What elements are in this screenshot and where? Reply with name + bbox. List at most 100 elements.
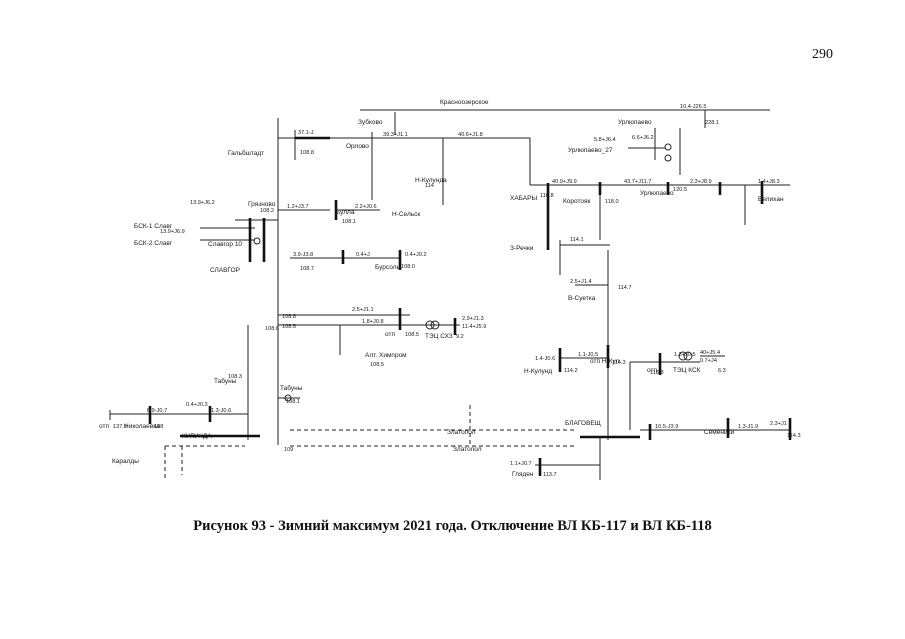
node-label: Орлово [346, 143, 369, 150]
node-label: Коротояк [563, 198, 591, 205]
node-label: Урлюпаево [618, 119, 652, 126]
node-label: Н-Кулунда [415, 177, 447, 184]
flow-value: 118.8 [650, 370, 664, 376]
flow-value: 40+J5.4 [700, 350, 720, 356]
node-label: отп [385, 331, 395, 338]
flow-value: 3.9-J3.8 [293, 252, 313, 258]
flow-value: 2.3+J8.9 [690, 179, 712, 185]
flow-value: 109 [284, 447, 293, 453]
flow-value: 108.1 [342, 219, 356, 225]
flow-value: 108.8 [300, 150, 314, 156]
flow-value: 108.5 [405, 332, 419, 338]
node-label: БЛАГОВЕЩ [565, 420, 601, 427]
flow-value: 108.5 [282, 324, 296, 330]
node-label: Бурсоль [375, 264, 401, 271]
node-labels: Гальбштадт Орлово Зубково Н-Кулунда Крас… [99, 99, 784, 478]
node-label: Зубково [358, 118, 383, 126]
flow-value: 0.4+J [356, 252, 370, 258]
flow-value: 9.2 [456, 334, 464, 340]
node-label: ХАБАРЫ [510, 195, 537, 202]
flow-value: 40.6+J1.8 [458, 132, 483, 138]
flow-value: 120.5 [673, 187, 687, 193]
node-label: Златопол [453, 446, 482, 453]
node-label: Табуны [214, 377, 237, 385]
node-label: ТЭЦ КСК [673, 367, 701, 374]
node-label: отп [647, 367, 657, 374]
node-label: Грязново [248, 201, 276, 208]
flow-value: 10.4-J26.5 [680, 104, 706, 110]
node-label: Булла [336, 209, 355, 216]
node-label: З-Речки [510, 245, 534, 252]
flow-value: 1.3-J1.9 [738, 424, 758, 430]
node-label: отп Н-Кул [590, 358, 620, 365]
node-label: Гляден [512, 471, 534, 478]
flow-value: 1.8+J0.8 [362, 319, 384, 325]
flow-value: 114.7 [618, 285, 632, 291]
flow-value: 2.3+J1 [770, 421, 787, 427]
flow-value: 116.8 [540, 193, 554, 199]
page-number: 290 [812, 47, 833, 62]
node-label: отп [99, 423, 109, 430]
flow-value: 10.5-J3.9 [655, 424, 678, 430]
flow-value: 114.2 [564, 368, 578, 374]
flow-value: 108 [154, 424, 163, 430]
node-label: ТЭЦ СХЗ [425, 333, 453, 340]
flow-value: 108.3 [228, 374, 242, 380]
node-label: В-Суетка [568, 295, 596, 302]
flow-value: 2.2+J0.6 [355, 204, 377, 210]
node-label: Славгор 10 [208, 241, 242, 248]
flow-value: 0.7+J4 [700, 358, 717, 364]
node-label: Семеники [704, 429, 734, 436]
flow-value: 108.6 [265, 326, 279, 332]
flow-value: 1.1-J0.5 [578, 352, 598, 358]
flow-value: 37.1-J [298, 130, 314, 136]
flow-value: 13.9+J6.9 [160, 229, 185, 235]
flow-value: 114.3 [612, 360, 626, 366]
node-label: Каралды [112, 458, 139, 465]
flow-value: 108.2 [260, 208, 274, 214]
node-label: Красноозерское [440, 99, 489, 106]
flow-value: 114.3 [787, 433, 801, 439]
flow-value: 2.5+J1.4 [570, 279, 592, 285]
flow-value: 1.4+J8.3 [758, 179, 780, 185]
node-label: КУЛУНДА [182, 433, 212, 440]
node-label: Н-Сельск [392, 211, 420, 218]
node-label: СЛАВГОР [210, 267, 240, 274]
flow-value: 108.0 [401, 264, 415, 270]
flow-value: 0.4+J0.2 [405, 252, 427, 258]
figure-caption: Рисунок 93 - Зимний максимум 2021 года. … [193, 518, 712, 534]
node-label: Н-Кулунд [524, 368, 552, 375]
flow-value: 1.3+J0.5 [674, 352, 696, 358]
flow-value: 5.8+J6.4 [594, 137, 616, 143]
node-label: БСК-2 Славг [134, 240, 173, 247]
flow-value: 1.4-J0.6 [535, 356, 555, 362]
flow-value: 0.4+J0.3 [186, 402, 208, 408]
flow-values: 37.1-J 108.8 39.3+J1.1 40.6+J1.8 10.4-J2… [113, 104, 801, 478]
node-label: Велихан [758, 196, 784, 203]
flow-value: 2.5+J1.1 [352, 307, 374, 313]
node-label: Николаевка [124, 423, 160, 430]
connection-lines [109, 109, 792, 480]
flow-value: 43.7+J11.7 [624, 179, 651, 185]
flow-value: 1.3-J0.6 [211, 408, 231, 414]
flow-value: 2.9+J1.3 [462, 316, 484, 322]
flow-value: 13.9+J6.2 [190, 200, 215, 206]
flow-value: 40.9+J9.9 [552, 179, 577, 185]
node-label: Табуны [280, 384, 303, 392]
flow-value: 11.4+J5.9 [462, 324, 486, 330]
flow-value: 39.3+J1.1 [383, 132, 408, 138]
flow-value: 108.8 [282, 314, 296, 320]
node-label: Урлюпаево_27 [568, 147, 613, 154]
flow-value: 6.3 [718, 368, 726, 374]
flow-value: 1.2+J3.7 [287, 204, 309, 210]
flow-value: 108.7 [300, 266, 314, 272]
node-label: Гальбштадт [228, 149, 264, 157]
flow-value: 228.1 [705, 120, 719, 126]
flow-value: 137.9 [113, 424, 127, 430]
flow-value: 114 [425, 183, 434, 189]
node-label: Алт. Химпром [365, 352, 407, 359]
flow-value: 114.1 [570, 237, 584, 243]
flow-value: 118.0 [605, 199, 619, 205]
flow-value: 6.6+J6.2 [632, 135, 654, 141]
